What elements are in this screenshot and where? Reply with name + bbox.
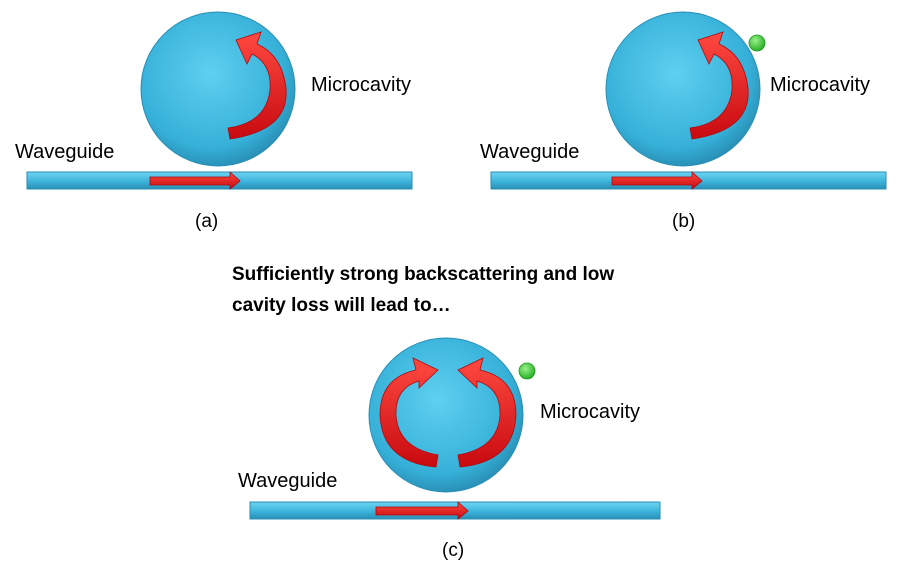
panel-a: Microcavity Waveguide (a): [15, 11, 413, 232]
clockwise-light-arrow: [379, 357, 439, 468]
circulating-light-arrow: [227, 31, 287, 140]
waveguide-light-arrow: [375, 501, 469, 520]
scatterer-particle: [518, 362, 536, 380]
waveguide-label: Waveguide: [480, 141, 579, 163]
scatterer-particle: [748, 34, 766, 52]
panel-caption: (b): [672, 211, 695, 232]
microcavity-label: Microcavity: [540, 401, 640, 423]
waveguide-label: Waveguide: [238, 470, 337, 492]
statement-line-2: cavity loss will lead to…: [232, 295, 451, 316]
waveguide-light-arrow: [149, 171, 241, 190]
counter-clockwise-light-arrow: [457, 357, 517, 468]
microcavity-label: Microcavity: [770, 74, 870, 96]
panel-caption: (c): [442, 540, 464, 561]
circulating-light-arrow: [689, 31, 749, 140]
waveguide-light-arrow: [611, 171, 703, 190]
panel-caption: (a): [195, 211, 218, 232]
panel-c: Microcavity Waveguide (c): [238, 337, 661, 561]
microcavity-label: Microcavity: [311, 74, 411, 96]
statement-line-1: Sufficiently strong backscattering and l…: [232, 264, 614, 285]
waveguide-label: Waveguide: [15, 141, 114, 163]
panel-b: Microcavity Waveguide (b): [480, 11, 887, 232]
